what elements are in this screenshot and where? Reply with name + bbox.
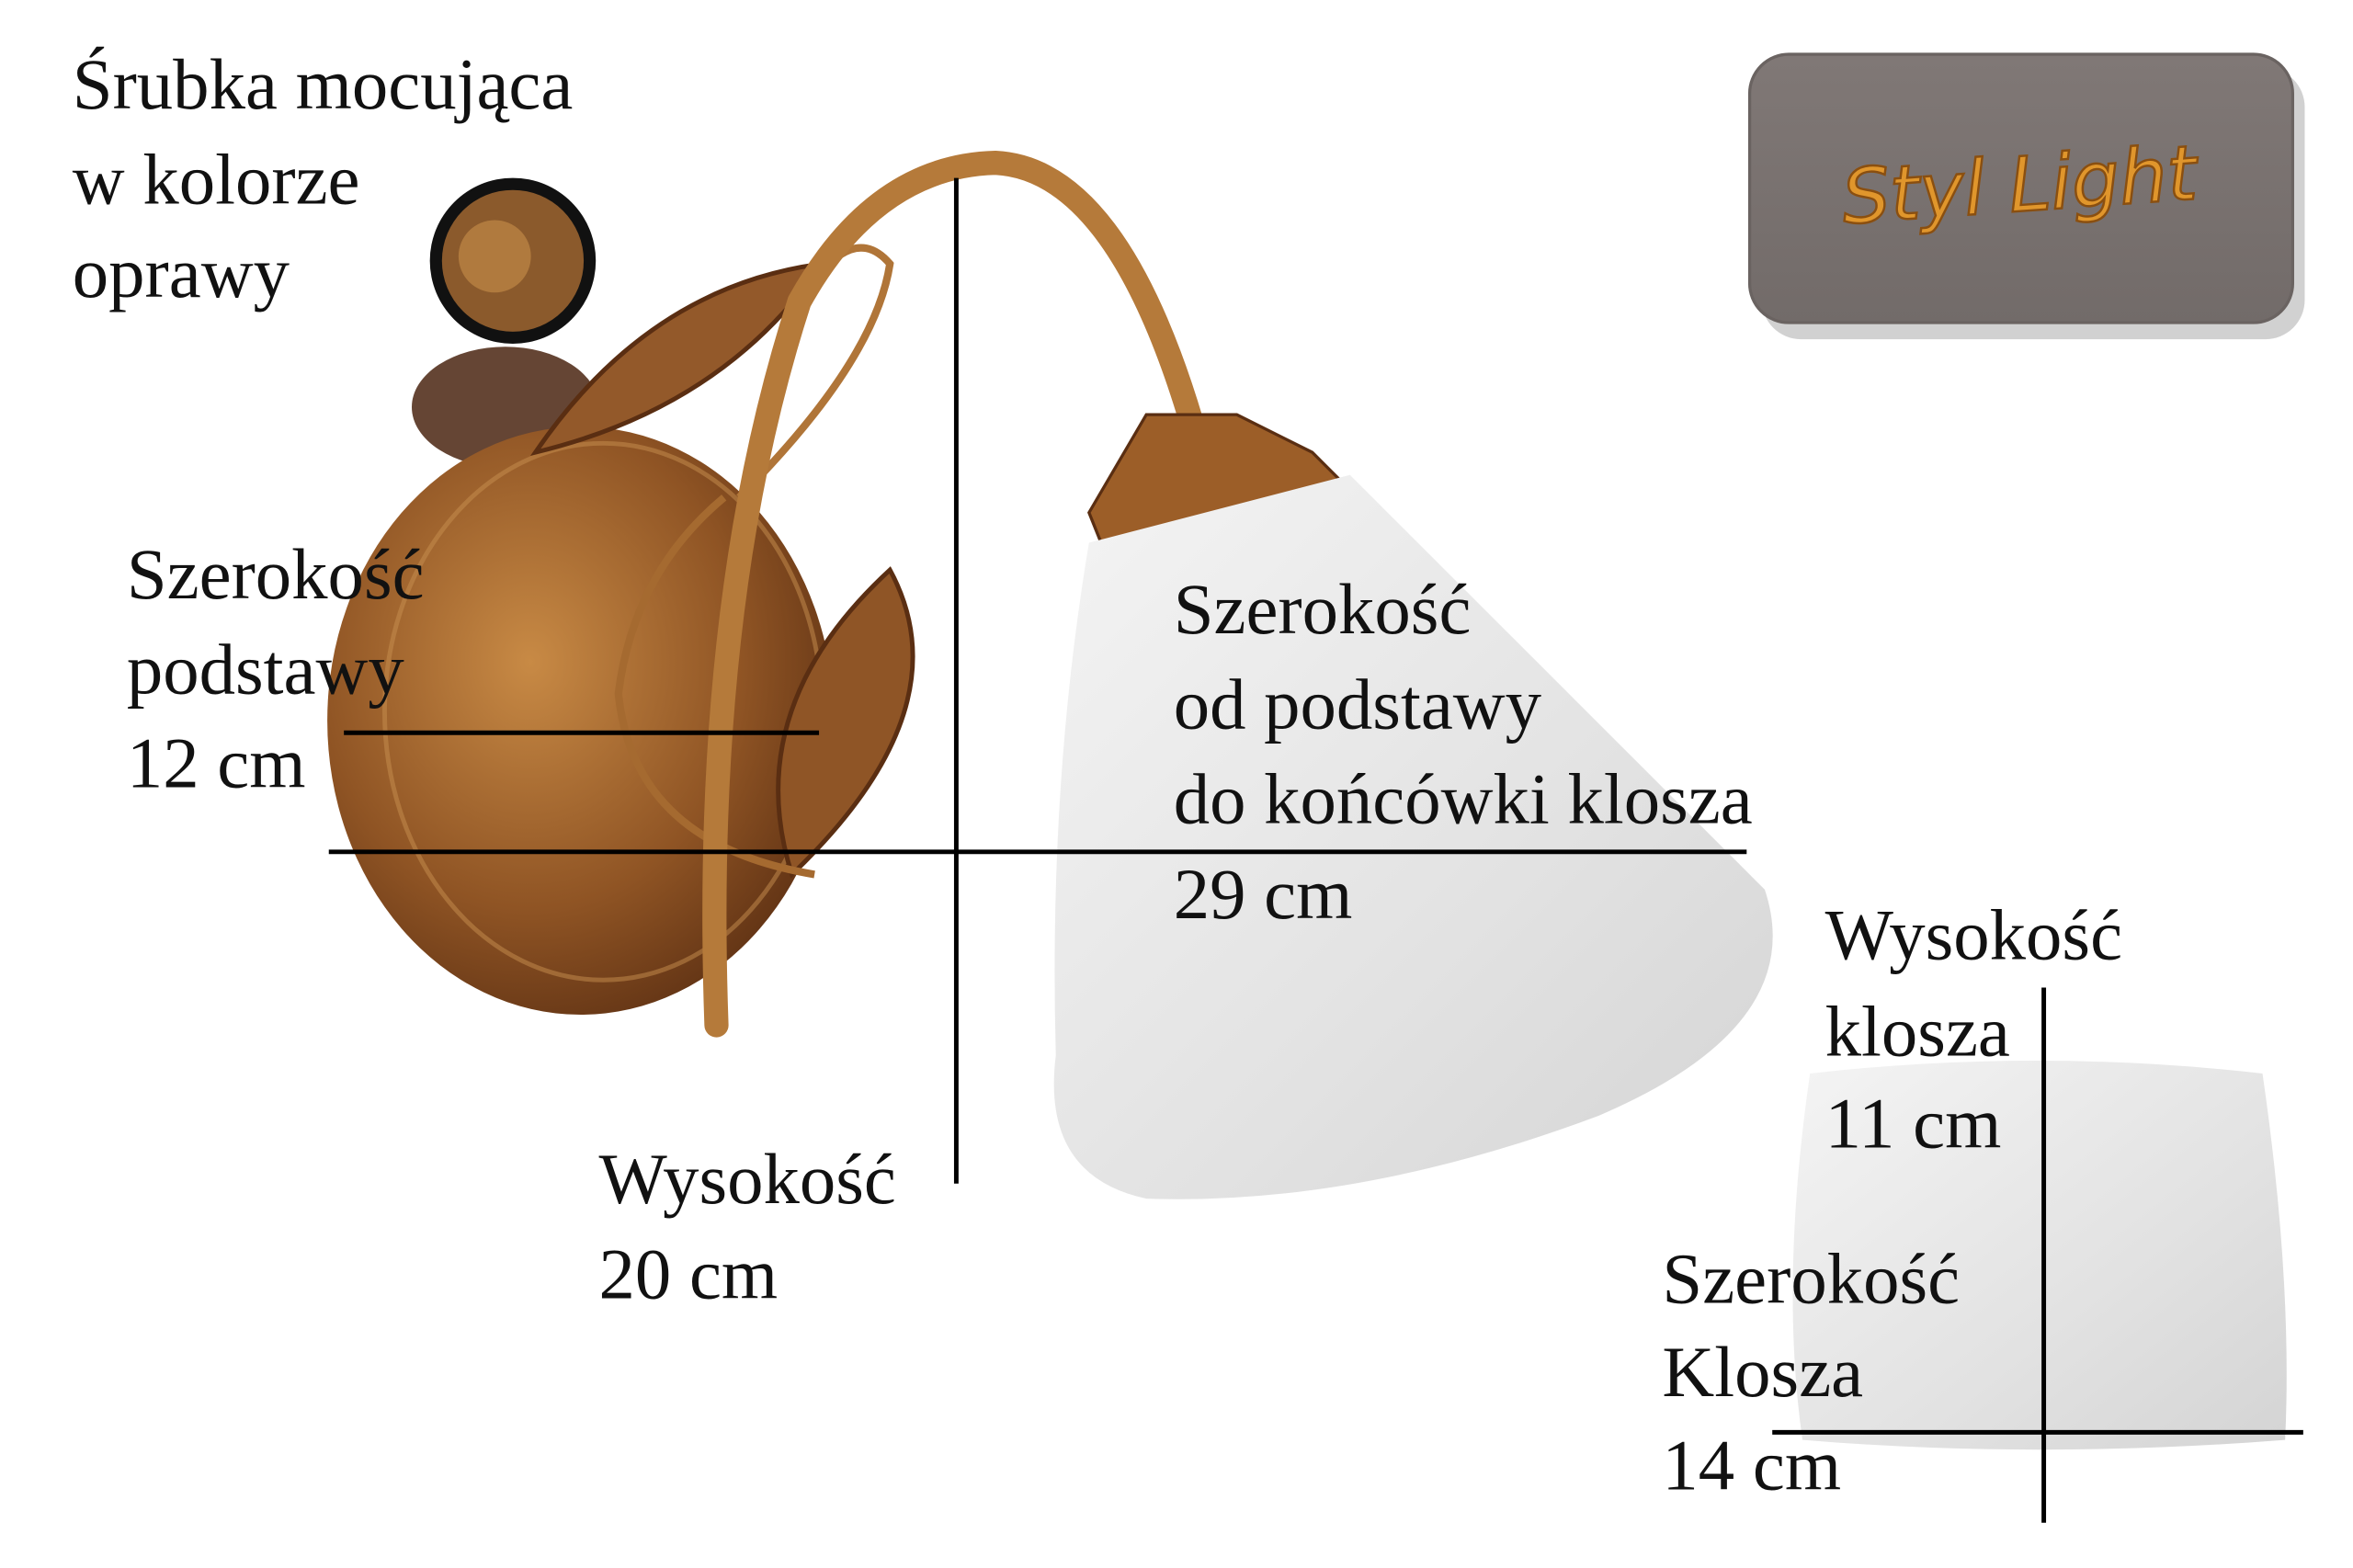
base-width-label: Szerokość podstawy 12 cm: [127, 535, 442, 803]
height-label: Wysokość 20 cm: [598, 1140, 914, 1314]
lamp-arm-image: [702, 151, 1204, 1038]
styl-light-logo: Styl Light: [1747, 52, 2305, 340]
lamp-shade-image: [1053, 413, 1773, 1199]
dimension-lines: [328, 177, 2303, 1523]
screw-detail-image: [412, 177, 599, 468]
screw-label: Śrubka mocująca w kolorze oprawy: [73, 45, 591, 313]
shade-height-label: Wysokość klosza 11 cm: [1825, 895, 2141, 1164]
shade-width-label: Szerokość Klosza 14 cm: [1662, 1239, 1977, 1506]
separate-shade-image: [1792, 1061, 2287, 1450]
depth-label: Szerokość od podstawy do końcówki klosza…: [1174, 570, 1771, 935]
